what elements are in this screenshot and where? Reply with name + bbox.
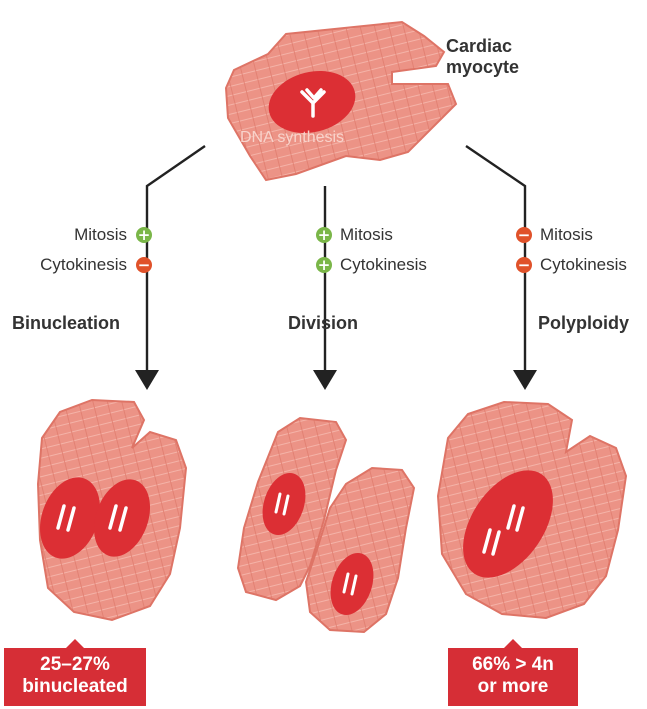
cell-title: Cardiac myocyte [446, 36, 519, 78]
polyploid-callout-line2: or more [477, 676, 549, 697]
left-branch-line [145, 145, 206, 378]
left-mitosis-label: Mitosis [74, 225, 127, 244]
top-myocyte [224, 20, 458, 182]
cell-title-line1: Cardiac [446, 36, 513, 56]
binucleated-callout: 25–27% binucleated [4, 639, 146, 706]
left-arrowhead [135, 370, 159, 390]
dna-synthesis-label: DNA synthesis [240, 129, 345, 146]
right-mitosis-minus-icon: − [516, 226, 532, 244]
branch-arrows [145, 145, 527, 378]
middle-mitosis-plus-icon: + [316, 226, 332, 244]
binucleated-callout-line2: binucleated [22, 676, 128, 697]
daughter-myocyte-1 [236, 416, 348, 602]
binucleated-myocyte [36, 398, 188, 622]
right-arrowhead [513, 370, 537, 390]
middle-cytokinesis-label: Cytokinesis [340, 255, 427, 274]
polyploid-callout-line1: 66% > 4n [472, 654, 554, 675]
left-mitosis-plus-icon: + [136, 226, 152, 244]
right-branch-line [465, 145, 527, 378]
binucleation-label: Binucleation [12, 313, 121, 333]
polyploid-myocyte [436, 400, 628, 620]
binucleated-callout-line1: 25–27% [40, 654, 110, 675]
daughter-myocyte-2 [304, 466, 416, 634]
cell-title-line2: myocyte [446, 57, 520, 77]
middle-cytokinesis-plus-icon: + [316, 256, 332, 274]
right-mitosis-label: Mitosis [540, 225, 593, 244]
left-cytokinesis-label: Cytokinesis [40, 255, 127, 274]
replicating-chromosome-icon [300, 88, 326, 118]
polyploid-callout: 66% > 4n or more [448, 639, 578, 706]
right-cytokinesis-minus-icon: − [516, 256, 532, 274]
middle-arrowhead [313, 370, 337, 390]
division-label: Division [288, 313, 359, 333]
left-cytokinesis-minus-icon: − [136, 256, 152, 274]
polyploidy-label: Polyploidy [538, 313, 630, 333]
middle-mitosis-label: Mitosis [340, 225, 393, 244]
right-cytokinesis-label: Cytokinesis [540, 255, 627, 274]
